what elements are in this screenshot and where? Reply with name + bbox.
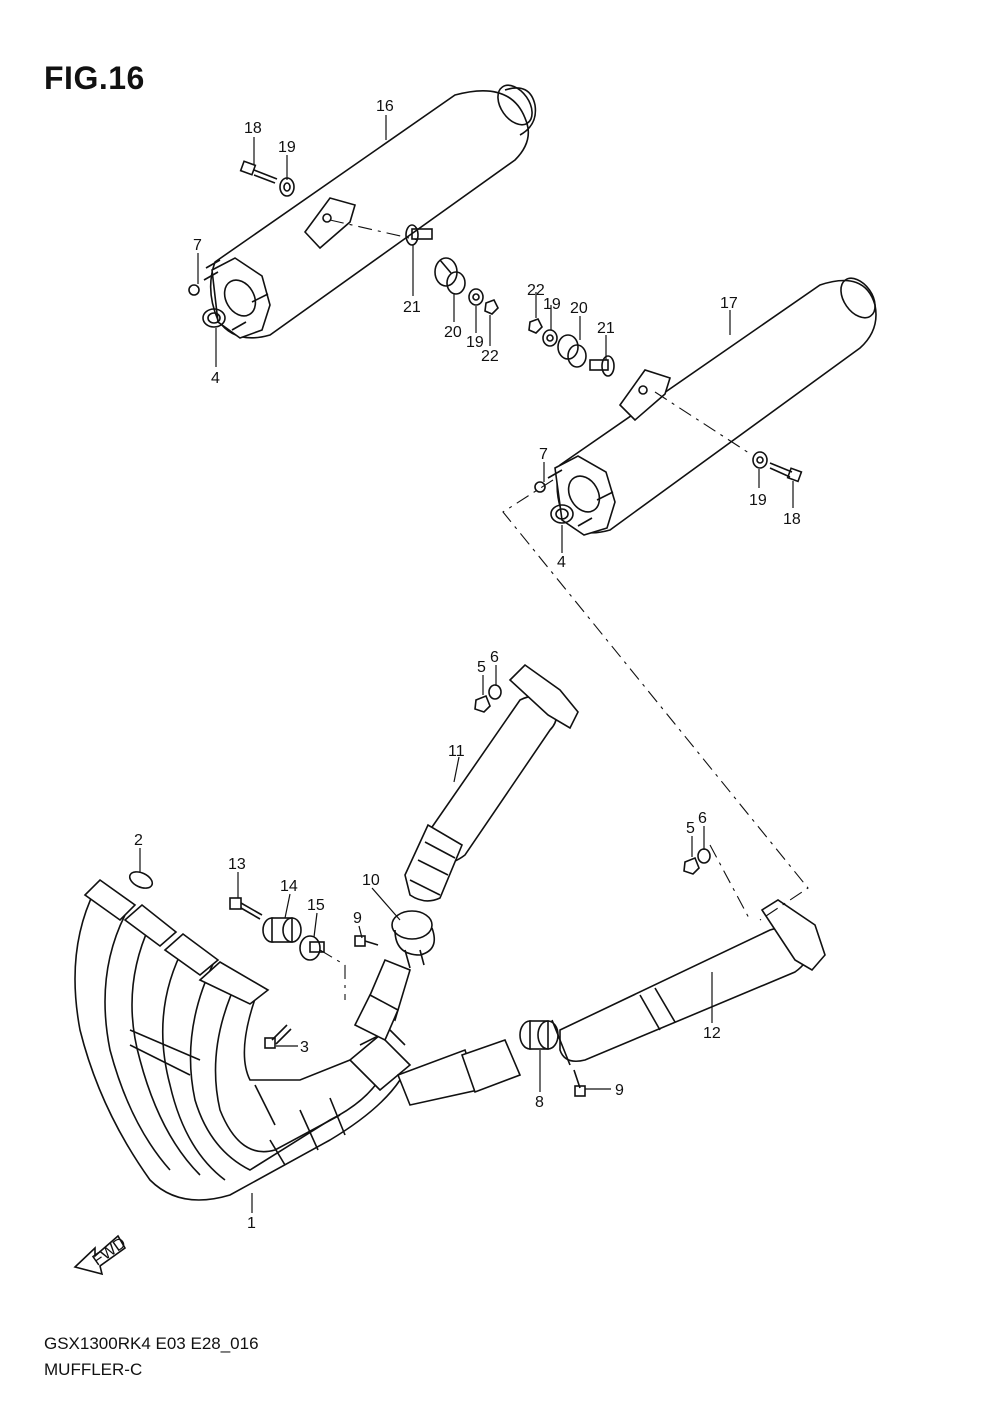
collar-21b	[589, 355, 615, 377]
washer-6a	[488, 684, 502, 700]
bolt-9b	[573, 1069, 586, 1097]
gasket-4a	[202, 308, 226, 328]
callout-7a: 7	[193, 237, 202, 254]
bolt-9a	[354, 935, 379, 947]
gasket-2	[128, 871, 154, 889]
callout-4a: 4	[211, 370, 220, 387]
nut-7a	[188, 284, 200, 296]
grommet-20b	[557, 334, 587, 368]
gasket-8	[519, 1020, 559, 1050]
callout-17: 17	[720, 295, 738, 312]
callout-8: 8	[535, 1094, 544, 1111]
callout-18a: 18	[244, 120, 262, 137]
clamp-10	[391, 910, 436, 969]
callout-20b: 20	[570, 300, 588, 317]
callout-4b: 4	[557, 554, 566, 571]
callout-21b: 21	[597, 320, 615, 337]
figure-title: FIG.16	[44, 60, 145, 96]
callout-14: 14	[280, 878, 298, 895]
muffler-17	[554, 277, 877, 536]
callout-7b: 7	[539, 446, 548, 463]
callout-22b: 22	[527, 282, 545, 299]
section-name: MUFFLER-C	[44, 1360, 143, 1379]
callout-6a: 6	[490, 649, 499, 666]
callout-11: 11	[448, 743, 465, 760]
gasket-4b	[550, 504, 574, 524]
header-pipe-1	[74, 878, 522, 1201]
washer-19c	[542, 329, 558, 347]
bolt-13	[229, 897, 263, 920]
forward-arrow-icon	[73, 1234, 127, 1276]
damper-14	[262, 917, 302, 943]
muffler-16	[209, 84, 537, 339]
callout-10: 10	[362, 872, 380, 889]
callout-5b: 5	[686, 820, 695, 837]
muffler-16-stud-bolts	[203, 259, 269, 331]
washer-19a	[279, 177, 295, 197]
bolt-18b	[769, 462, 803, 483]
callout-12: 12	[703, 1025, 721, 1042]
callout-13: 13	[228, 856, 246, 873]
callout-20a: 20	[444, 324, 462, 341]
nut-22b	[528, 317, 543, 334]
callout-19d: 19	[749, 492, 767, 509]
forward-arrow-label: FWD	[90, 1235, 130, 1270]
collar-15	[299, 935, 325, 961]
muffler-17-stud-bolts	[547, 469, 614, 527]
connecting-pipe-12	[551, 899, 826, 1066]
nut-22a	[484, 298, 499, 315]
callout-6b: 6	[698, 810, 707, 827]
callout-19b: 19	[466, 334, 484, 351]
callout-1: 1	[247, 1215, 256, 1232]
nut-5b	[683, 856, 700, 875]
callout-9a: 9	[353, 910, 362, 927]
callout-19a: 19	[278, 139, 296, 156]
callout-18b: 18	[783, 511, 801, 528]
bolt-3	[264, 1024, 292, 1049]
callout-21a: 21	[403, 299, 421, 316]
callout-19c: 19	[543, 296, 561, 313]
bolt-18a	[239, 160, 278, 184]
callout-22a: 22	[481, 348, 499, 365]
collar-21a	[405, 224, 433, 246]
nut-7b	[534, 481, 546, 493]
connecting-pipe-11	[404, 663, 579, 902]
pipe-stub-upper	[353, 958, 411, 1042]
washer-19b	[468, 288, 484, 306]
washer-6b	[697, 848, 711, 864]
washer-19d	[752, 451, 768, 469]
callout-16: 16	[376, 98, 394, 115]
callout-3: 3	[300, 1039, 309, 1056]
nut-5a	[474, 694, 491, 713]
callout-2: 2	[134, 832, 143, 849]
callout-5a: 5	[477, 659, 486, 676]
callout-15: 15	[307, 897, 325, 914]
callout-9b: 9	[615, 1082, 624, 1099]
model-code: GSX1300RK4 E03 E28_016	[44, 1334, 259, 1353]
grommet-20a	[434, 257, 466, 295]
